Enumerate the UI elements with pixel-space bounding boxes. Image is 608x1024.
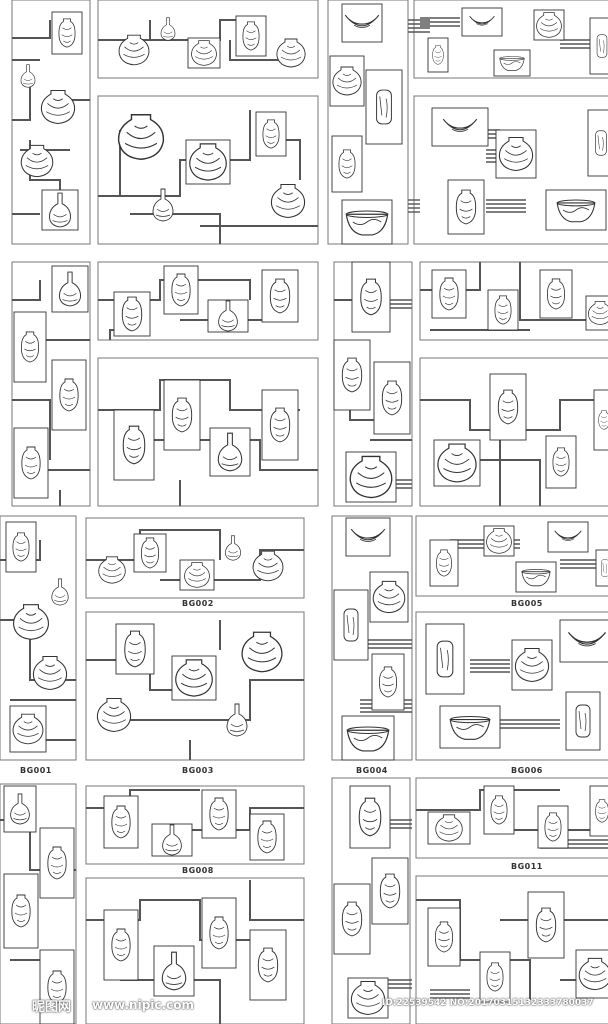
design-code-label: BG006 [511,766,543,775]
vase-outline-icon [343,608,359,642]
vase-outline-icon [436,549,452,577]
vase-outline-icon [598,410,608,430]
vase-outline-icon [546,278,566,310]
frame-line [86,529,221,561]
vase-outline-icon [601,559,608,577]
vase-outline-icon [242,21,260,51]
item-frame [431,107,489,147]
item-frame [559,619,608,663]
vase-outline-icon [497,389,519,425]
vase-outline-icon [596,34,608,58]
frame-line [130,679,304,721]
design-code-label: BG008 [182,866,214,875]
vase-outline-icon [171,273,191,307]
vase-outline-icon [360,278,382,316]
vase-outline-icon [455,189,477,225]
vase-outline-icon [269,278,291,314]
item-frame [333,339,371,411]
frame-line [98,110,251,197]
vase-outline-icon [209,797,229,831]
item-frame [461,7,503,37]
vase-outline-icon [111,928,131,962]
vase-outline-icon [111,805,131,839]
watermark-id: ID:22539542 NO:20170315132333780037 [382,998,594,1008]
vase-outline-icon [439,277,459,311]
vase-outline-icon [11,894,31,928]
design-code-label: BG001 [20,766,52,775]
design-code-label: BG005 [511,599,543,608]
vase-outline-icon [58,18,76,48]
item-frame [341,3,383,43]
frame-line [229,40,300,61]
frame-line [416,789,560,811]
vase-outline-icon [20,331,40,363]
vase-outline-icon [209,916,229,950]
vase-outline-icon [257,820,277,854]
item-frame [331,135,363,193]
vase-outline-icon [379,873,401,909]
vase-outline-icon [378,666,398,698]
vase-outline-icon [381,380,403,416]
frame-line [519,262,608,321]
vase-outline-icon [21,446,41,480]
vase-outline-icon [434,921,454,953]
item-frame [565,691,601,751]
design-code-label: BG011 [511,862,543,871]
watermark-logo: 昵图网 [32,1000,72,1015]
vase-outline-icon [490,795,508,825]
vase-outline-icon [12,532,30,562]
vase-outline-icon [552,447,570,477]
design-code-label: BG003 [182,766,214,775]
design-code-label: BG004 [356,766,388,775]
vase-outline-icon [121,296,143,332]
vase-outline-icon [376,89,392,125]
vase-outline-icon [432,45,444,65]
design-code-label: BG002 [182,599,214,608]
vase-outline-icon [124,630,146,668]
vase-outline-icon [494,295,512,325]
vase-outline-icon [338,149,356,179]
vase-outline-icon [486,962,504,992]
vase-outline-icon [262,119,280,149]
vase-outline-icon [59,378,79,412]
vase-outline-icon [171,397,193,433]
watermark-site: www.nipic.com [92,998,194,1012]
vase-outline-icon [358,797,382,837]
frame-line [12,399,51,460]
vase-outline-icon [140,537,160,569]
vase-outline-icon [341,357,363,393]
panel-items [3,3,608,1024]
frame-line [120,979,221,1024]
vase-outline-icon [436,640,454,678]
vase-outline-icon [341,901,363,937]
vase-outline-icon [544,812,562,842]
vase-outline-icon [535,907,557,943]
frame-line [12,80,31,121]
item-frame [547,521,589,553]
vase-outline-icon [595,130,607,156]
frame-line [12,280,41,301]
vase-outline-icon [269,407,291,443]
vase-outline-icon [122,425,146,465]
frame-line [12,20,51,39]
vase-outline-icon [575,704,591,738]
vase-outline-icon [257,947,279,983]
item-frame [345,517,391,557]
vase-outline-icon [47,846,67,880]
frame-line [249,880,304,921]
vase-outline-icon [595,799,608,823]
